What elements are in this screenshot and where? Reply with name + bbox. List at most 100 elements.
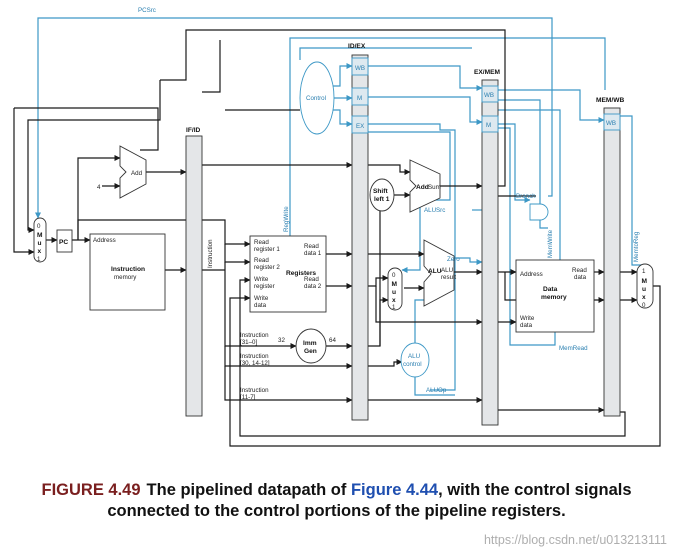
control-top-bus	[299, 47, 472, 60]
wb-mux-x: x	[642, 294, 646, 301]
memwb-wb-field	[603, 113, 621, 131]
exmem-wb-line	[498, 89, 605, 123]
idex-register	[351, 54, 369, 421]
immgen-b: Gen	[304, 348, 317, 355]
pcsrc-label: PCSrc	[138, 7, 156, 14]
reg-write-b: register	[254, 283, 275, 290]
rd2-to-mux	[368, 275, 389, 287]
figure-caption: FIGURE 4.49 The pipelined datapath of Fig…	[0, 480, 673, 522]
memwrite-label: MemWrite	[547, 229, 554, 258]
four-label: 4	[97, 184, 101, 191]
dmem-read-a: Read	[572, 267, 587, 274]
pc-mux-u: u	[38, 240, 42, 247]
field2-b: [30, 14-12]	[240, 360, 270, 367]
memwb-wb-text: WB	[606, 120, 616, 127]
imem-title-a: Instruction	[111, 266, 145, 273]
pc-adder	[119, 145, 147, 199]
caption-pre: The pipelined datapath of	[146, 481, 351, 499]
shift-left-1	[369, 178, 395, 212]
reg-rd2-b: data 2	[304, 283, 322, 290]
writeback-reg-loop	[239, 277, 626, 437]
imm-up	[368, 194, 381, 347]
memwb-register	[603, 107, 621, 417]
ifid-pc-up	[202, 40, 221, 93]
memtoreg-line	[620, 115, 644, 266]
idex-m-field	[351, 87, 369, 106]
dmem-write-a: Write	[520, 315, 535, 322]
pc-to-ifid	[77, 219, 186, 240]
regwrite-label: RegWrite	[283, 206, 290, 232]
dmem-write-b: data	[520, 322, 533, 329]
control-ex-line	[330, 109, 353, 127]
alucontrol-b: control	[403, 361, 422, 368]
alusrc-line	[368, 131, 451, 201]
registers-title: Registers	[286, 270, 316, 277]
ifid-rd	[224, 366, 353, 403]
pipelined-datapath-diagram: IF/ID ID/EX WB M EX EX/MEM WB M MEM/WB W…	[13, 7, 661, 447]
field1-a: Instruction	[240, 332, 269, 339]
reg-wdata-b: data	[254, 302, 267, 309]
alu	[423, 239, 455, 307]
data-memory	[515, 259, 595, 333]
aluop-line	[414, 375, 455, 396]
field3-b: [11-7]	[240, 394, 256, 401]
alusrc-mux-1: 1	[392, 304, 396, 311]
functional-units: 0 M u x 1 PC Add 4 Address Instruction m…	[33, 61, 654, 401]
alusrc-mux-x: x	[392, 297, 396, 304]
pc-to-branch-add	[368, 164, 411, 175]
branch-add-b: Sum	[428, 184, 441, 191]
alusrc-mux-u: u	[392, 289, 396, 296]
control-signal-labels: PCSrc RegWrite Branch MemWrite MemtoReg …	[138, 7, 640, 394]
idex-wb-line	[368, 65, 483, 91]
branch-target-top-line	[160, 29, 506, 187]
branch-line	[498, 99, 548, 229]
writeback-data-loop	[229, 285, 661, 447]
zero-line	[448, 257, 483, 265]
reg-read1-b: register 1	[254, 246, 280, 253]
alusrc-mux	[387, 267, 403, 311]
width-64: 64	[329, 337, 336, 344]
idex-ex-line	[368, 123, 456, 391]
reg-rd1-a: Read	[304, 243, 319, 250]
dmem-title-a: Data	[543, 286, 558, 293]
shift-b: left 1	[374, 196, 390, 203]
rd2-to-exmem	[375, 286, 483, 325]
dmem-read-b: data	[574, 274, 587, 281]
branch-label: Branch	[516, 193, 536, 200]
caption-post: , with the control signals connected to …	[107, 481, 632, 520]
ifid-read-reg1	[202, 219, 251, 247]
reg-read2-b: register 2	[254, 264, 280, 271]
idex-label: ID/EX	[348, 43, 366, 50]
pc-label: PC	[59, 239, 68, 246]
ifid-register	[185, 135, 203, 417]
dmem-address: Address	[520, 271, 543, 278]
reg-write-a: Write	[254, 276, 269, 283]
figure-reference-link[interactable]: Figure 4.44	[350, 481, 439, 499]
branch-target-to-mux	[27, 80, 161, 233]
funct-to-alucontrol	[368, 359, 403, 367]
register-file	[249, 235, 327, 313]
pc-adder-label: Add	[131, 170, 143, 177]
idex-m-line	[368, 96, 483, 125]
idex-wb-text: WB	[355, 65, 365, 72]
shift-a: Shift	[373, 188, 388, 195]
imem-address-label: Address	[93, 237, 116, 244]
pc-plus-4-feedback	[14, 107, 159, 151]
memtoreg-label: MemtoReg	[633, 231, 640, 262]
alu-control	[400, 342, 430, 378]
regwrite-bus	[289, 37, 606, 270]
figure-number: FIGURE 4.49	[41, 481, 141, 499]
wb-mux-m: M	[642, 278, 648, 285]
width-32: 32	[278, 337, 285, 344]
reg-wdata-a: Write	[254, 295, 269, 302]
alusrc-mux-m: M	[392, 281, 398, 288]
wb-mux-u: u	[642, 286, 646, 293]
branch-adder	[409, 159, 441, 213]
alu-label: ALU	[428, 268, 442, 275]
instruction-memory	[89, 233, 166, 311]
imm-to-mux	[379, 297, 389, 346]
idex-m-text: M	[357, 95, 362, 102]
memread-label: MemRead	[559, 345, 588, 352]
field2-a: Instruction	[240, 353, 269, 360]
alusrc-mux-0: 0	[392, 272, 396, 279]
